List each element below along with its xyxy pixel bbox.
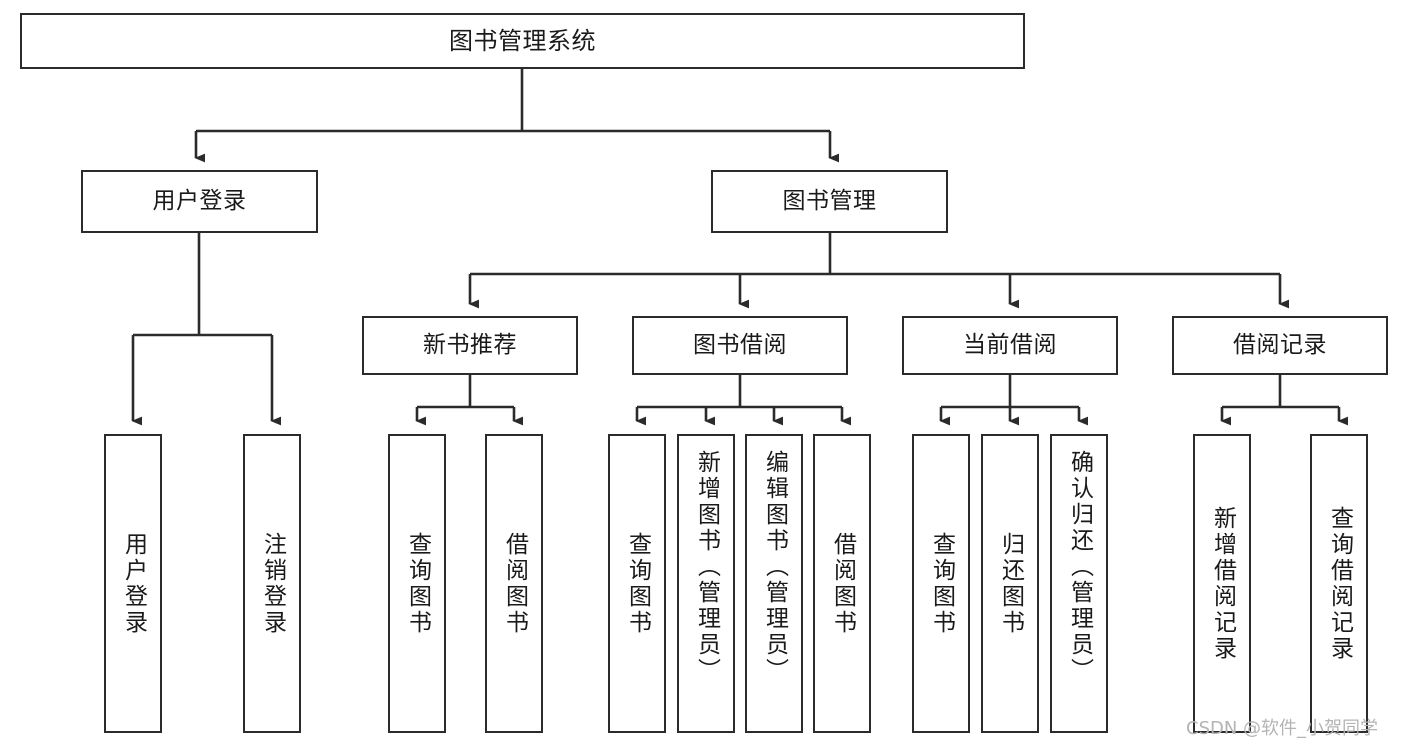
- leaf-current-return-book[interactable]: 归还图书: [981, 434, 1039, 733]
- leaf-current-query-book[interactable]: 查询图书: [912, 434, 970, 733]
- node-label: 图书借阅: [693, 331, 787, 358]
- node-borrow-record[interactable]: 借阅记录: [1172, 316, 1388, 375]
- leaf-borrow-add-book-admin[interactable]: 新增图书（管理员）: [677, 434, 735, 733]
- node-label: 编辑图书（管理员）: [761, 450, 788, 684]
- node-book-management[interactable]: 图书管理: [711, 170, 948, 233]
- node-current-borrow[interactable]: 当前借阅: [902, 316, 1118, 375]
- leaf-record-add-record[interactable]: 新增借阅记录: [1193, 434, 1251, 733]
- node-label: 当前借阅: [963, 331, 1057, 358]
- node-label: 借阅图书: [501, 531, 528, 636]
- leaf-borrow-borrow-book[interactable]: 借阅图书: [813, 434, 871, 733]
- node-label: 用户登录: [120, 531, 147, 636]
- node-label: 用户登录: [152, 187, 247, 214]
- node-label: 图书管理: [782, 187, 877, 214]
- node-label: 新增借阅记录: [1209, 505, 1236, 662]
- node-label: 注销登录: [259, 531, 286, 636]
- node-label: 查询图书: [928, 531, 955, 636]
- node-new-book-recommend[interactable]: 新书推荐: [362, 316, 578, 375]
- leaf-current-confirm-return-admin[interactable]: 确认归还（管理员）: [1050, 434, 1108, 733]
- node-label: 新增图书（管理员）: [693, 450, 720, 684]
- leaf-user-login-logout[interactable]: 注销登录: [243, 434, 301, 733]
- node-label: 查询借阅记录: [1326, 505, 1353, 662]
- leaf-user-login-login[interactable]: 用户登录: [104, 434, 162, 733]
- node-label: 查询图书: [404, 531, 431, 636]
- node-label: 借阅图书: [829, 531, 856, 636]
- node-label: 新书推荐: [423, 331, 517, 358]
- node-label: 确认归还（管理员）: [1066, 450, 1093, 684]
- node-label: 借阅记录: [1233, 331, 1327, 358]
- leaf-record-query-record[interactable]: 查询借阅记录: [1310, 434, 1368, 733]
- node-root-system[interactable]: 图书管理系统: [20, 13, 1025, 69]
- leaf-recommend-query-book[interactable]: 查询图书: [388, 434, 446, 733]
- watermark-text: CSDN @软件_小贺同学: [1186, 718, 1379, 739]
- leaf-borrow-edit-book-admin[interactable]: 编辑图书（管理员）: [745, 434, 803, 733]
- leaf-borrow-query-book[interactable]: 查询图书: [608, 434, 666, 733]
- node-label: 归还图书: [997, 531, 1024, 636]
- node-label: 图书管理系统: [449, 26, 596, 55]
- node-user-login[interactable]: 用户登录: [81, 170, 318, 233]
- leaf-recommend-borrow-book[interactable]: 借阅图书: [485, 434, 543, 733]
- node-label: 查询图书: [624, 531, 651, 636]
- node-book-borrow[interactable]: 图书借阅: [632, 316, 848, 375]
